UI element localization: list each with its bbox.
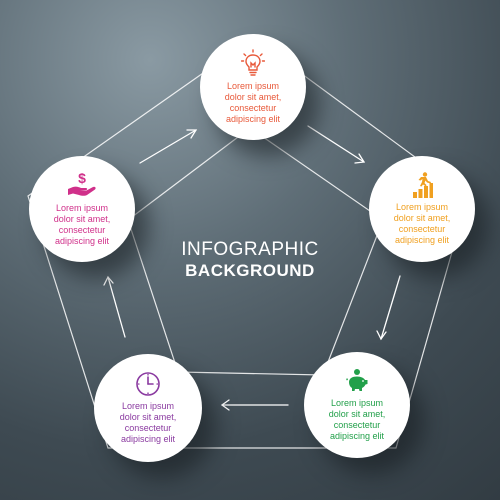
step-node-left: $ Lorem ipsum dolor sit amet, consectetu…: [29, 156, 135, 262]
step-text-bottom-left: Lorem ipsum dolor sit amet, consectetur …: [119, 401, 177, 444]
lightbulb-icon: [241, 49, 265, 76]
arrow-left-to-top: [139, 129, 198, 164]
money-hand-icon: $: [68, 171, 96, 196]
title-line-2: BACKGROUND: [185, 261, 315, 280]
step-node-bottom-left: Lorem ipsum dolor sit amet, consectetur …: [94, 354, 202, 462]
step-text-bottom-right: Lorem ipsum dolor sit amet, consectetur …: [328, 398, 386, 441]
step-node-bottom-right: Lorem ipsum dolor sit amet, consectetur …: [304, 352, 410, 458]
piggy-bank-icon: [346, 369, 368, 391]
title-line-1: INFOGRAPHIC: [181, 239, 319, 260]
arrow-bottom-left-to-left: [103, 275, 126, 338]
arrow-top-to-right: [307, 125, 366, 164]
arrow-right-to-bottom-right: [376, 275, 401, 341]
step-text-right: Lorem ipsum dolor sit amet, consectetur …: [393, 202, 451, 245]
clock-icon: [136, 372, 160, 396]
step-node-top: Lorem ipsum dolor sit amet, consectetur …: [200, 34, 306, 140]
svg-text:$: $: [78, 171, 86, 186]
inner-pentagon: [127, 127, 384, 376]
arrow-bottom-right-to-bottom-left: [220, 399, 289, 411]
step-text-left: Lorem ipsum dolor sit amet, consectetur …: [53, 203, 111, 246]
step-text-top: Lorem ipsum dolor sit amet, consectetur …: [224, 81, 282, 124]
step-node-right: Lorem ipsum dolor sit amet, consectetur …: [369, 156, 475, 262]
growth-chart-icon: [413, 172, 433, 198]
